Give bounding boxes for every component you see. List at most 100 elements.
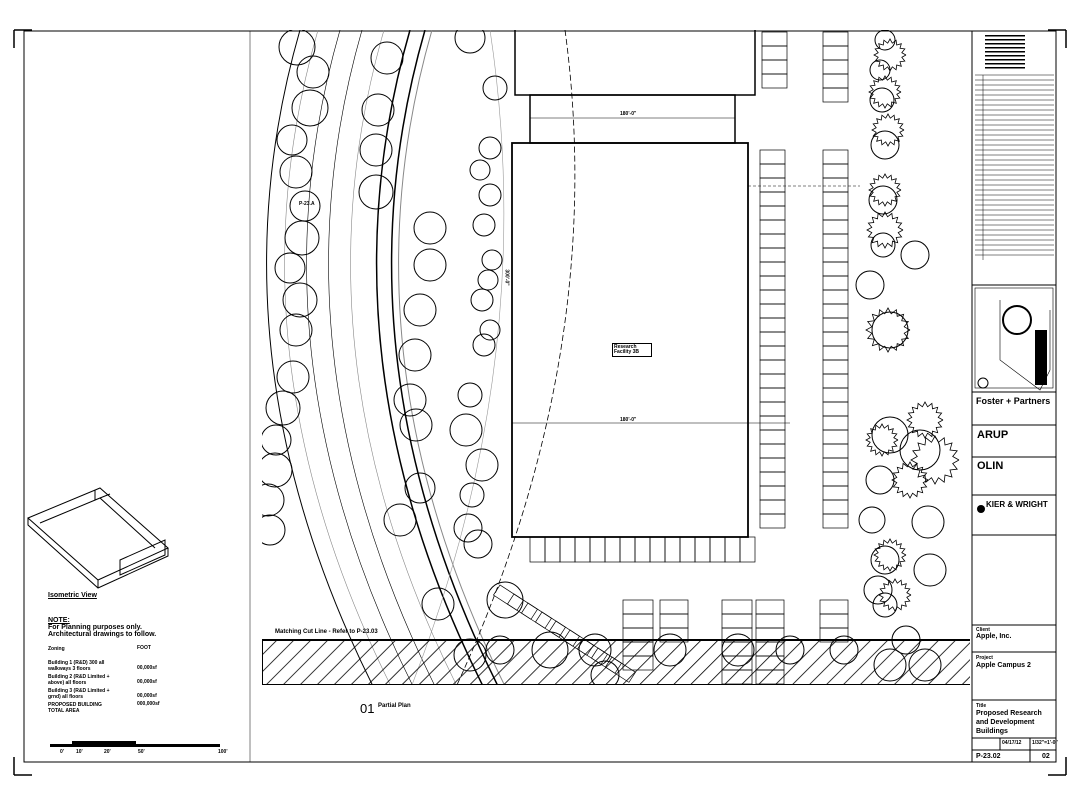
parking-stall xyxy=(822,499,849,515)
tree-icon xyxy=(278,30,316,66)
tree-icon xyxy=(874,30,896,51)
parking-stall xyxy=(759,359,786,375)
parking-stall xyxy=(759,303,786,319)
project-name: Apple Campus 2 xyxy=(976,662,1031,669)
general-note-line xyxy=(985,43,1025,45)
tree-icon xyxy=(870,232,896,258)
tree-icon xyxy=(262,452,293,488)
parking-stall xyxy=(822,45,849,61)
tree-icon xyxy=(265,390,301,426)
parking-stall xyxy=(761,73,788,89)
parking-stall xyxy=(822,485,849,501)
note-line: For Planning purposes only. xyxy=(48,624,142,631)
tree-icon xyxy=(478,183,502,207)
civil-logo: KIER & WRIGHT xyxy=(986,500,1048,509)
title-block-frame xyxy=(971,30,1057,763)
parking-stall xyxy=(724,536,741,563)
building-label: Research Facility 3B xyxy=(612,343,652,357)
tree-icon xyxy=(878,578,912,612)
parking-stall xyxy=(679,536,696,563)
parking-stall xyxy=(819,613,849,629)
tree-icon xyxy=(866,211,904,249)
parking-stall xyxy=(822,149,849,165)
north-arrow-icon xyxy=(977,377,989,389)
tree-icon xyxy=(871,113,905,147)
zoning-row-value: FOOT xyxy=(137,645,151,651)
parking-stall xyxy=(822,191,849,207)
matchline-hatch xyxy=(262,639,970,685)
parking-stall xyxy=(761,45,788,61)
parking-stall xyxy=(659,599,689,615)
tree-icon xyxy=(393,383,427,417)
parking-stall xyxy=(759,275,786,291)
road-curve xyxy=(398,30,506,685)
parking-stall xyxy=(739,536,756,563)
scale-bar-segment xyxy=(72,741,104,744)
parking-stall xyxy=(759,513,786,529)
note-title: NOTE: xyxy=(48,617,70,624)
tree-icon xyxy=(358,174,394,210)
parking-stall xyxy=(622,613,654,629)
dimension-label: 180'-0" xyxy=(620,111,637,117)
tree-icon xyxy=(469,159,491,181)
key-plan-highlight xyxy=(1035,330,1047,385)
road-curve xyxy=(350,30,457,685)
parking-stall xyxy=(520,602,552,629)
tree-icon xyxy=(279,313,313,347)
parking-stall xyxy=(759,429,786,445)
parking-stall xyxy=(649,536,666,563)
tree-icon xyxy=(463,529,493,559)
parking-stall xyxy=(529,536,546,563)
scale-tick-label: 50' xyxy=(138,749,145,755)
tree-icon xyxy=(865,465,895,495)
tree-icon xyxy=(871,416,909,454)
parking-stall xyxy=(659,613,689,629)
tree-icon xyxy=(383,503,417,537)
parking-stall xyxy=(822,387,849,403)
parking-stall xyxy=(759,233,786,249)
parking-stall xyxy=(822,471,849,487)
parking-stall xyxy=(822,289,849,305)
parking-stall xyxy=(822,373,849,389)
parking-stall xyxy=(721,613,753,629)
tree-icon xyxy=(453,513,483,543)
tree-icon xyxy=(868,75,902,109)
client-label: Client xyxy=(976,627,990,633)
key-plan xyxy=(974,287,1054,389)
parking-stall xyxy=(759,387,786,403)
parking-stall xyxy=(759,261,786,277)
tree-icon xyxy=(291,89,329,127)
tree-icon xyxy=(477,269,499,291)
parking-stall xyxy=(709,536,726,563)
scale-bar xyxy=(50,744,220,747)
tree-icon xyxy=(865,307,911,353)
tree-icon xyxy=(465,448,499,482)
matchline-label: Matching Cut Line - Refer to P-23.03 xyxy=(275,629,378,635)
parking-stall xyxy=(759,247,786,263)
parking-stall xyxy=(822,87,849,103)
tree-icon xyxy=(479,319,501,341)
tree-icon xyxy=(276,124,308,156)
parking-stall xyxy=(822,59,849,75)
key-plan-ring xyxy=(1002,305,1032,335)
tree-icon xyxy=(858,506,886,534)
key-plan-boundary xyxy=(999,300,1051,391)
isometric-view-drawing xyxy=(27,487,169,589)
tree-icon xyxy=(472,213,496,237)
parking-stall xyxy=(759,289,786,305)
parking-stall xyxy=(822,73,849,89)
parking-stall xyxy=(544,536,561,563)
tree-icon xyxy=(472,333,496,357)
general-note-line xyxy=(985,35,1025,37)
architect-name: Foster + Partners xyxy=(976,396,1051,406)
view-title: Partial Plan xyxy=(378,703,411,709)
tree-icon xyxy=(863,575,893,605)
drawing-title: Proposed Research and Development Buildi… xyxy=(976,710,1042,735)
tree-icon xyxy=(872,592,898,618)
tree-icon xyxy=(910,435,960,485)
tree-icon xyxy=(296,55,330,89)
tree-icon xyxy=(481,249,503,271)
scale-tick-label: 20' xyxy=(104,749,111,755)
tree-icon xyxy=(262,483,285,517)
parking-stall xyxy=(492,584,524,611)
